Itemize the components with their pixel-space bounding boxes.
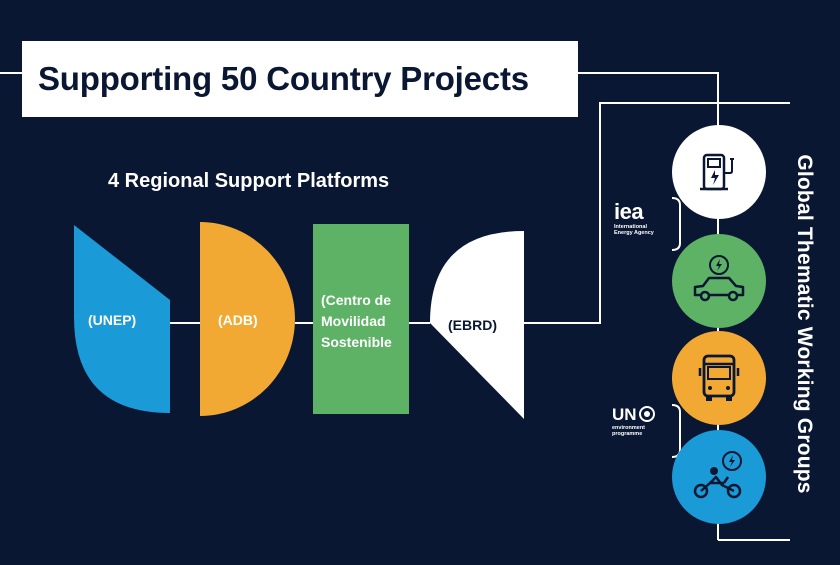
unep-platform-shape	[74, 225, 170, 413]
bus-icon	[698, 354, 740, 401]
centro-label-line1: (Centro de	[321, 292, 391, 308]
title-box: Supporting 50 Country Projects	[22, 41, 578, 117]
subtitle: 4 Regional Support Platforms	[108, 170, 390, 192]
electric-motorbike-icon	[693, 451, 742, 499]
iea-logo-line1: International	[614, 224, 648, 230]
adb-platform-shape	[200, 222, 295, 416]
working-groups-title: Global Thematic Working Groups	[793, 154, 816, 494]
unep-logo-line2: programme	[612, 431, 643, 437]
page-title: Supporting 50 Country Projects	[38, 60, 529, 97]
centro-platform-shape	[313, 224, 409, 414]
adb-label: (ADB)	[218, 312, 258, 328]
electric-motorbike-circle	[672, 430, 766, 524]
electric-car-icon	[693, 255, 745, 302]
ebrd-label: (EBRD)	[448, 317, 497, 333]
unep-logo-mark: UN	[612, 405, 637, 424]
ev-charger-icon	[700, 153, 734, 191]
centro-label-line3: Sostenible	[321, 334, 392, 350]
iea-logo-line2: Energy Agency	[614, 230, 654, 236]
electric-car-circle	[672, 234, 766, 328]
ev-charger-circle	[672, 125, 766, 219]
centro-label-line2: Movilidad	[321, 313, 386, 329]
iea-logo-mark: iea	[614, 199, 644, 224]
bus-circle	[672, 331, 766, 425]
ebrd-platform-shape	[430, 231, 524, 419]
unep-logo-line1: environment	[612, 425, 646, 431]
unep-label: (UNEP)	[88, 312, 137, 328]
unep-emblem-icon	[639, 406, 655, 422]
